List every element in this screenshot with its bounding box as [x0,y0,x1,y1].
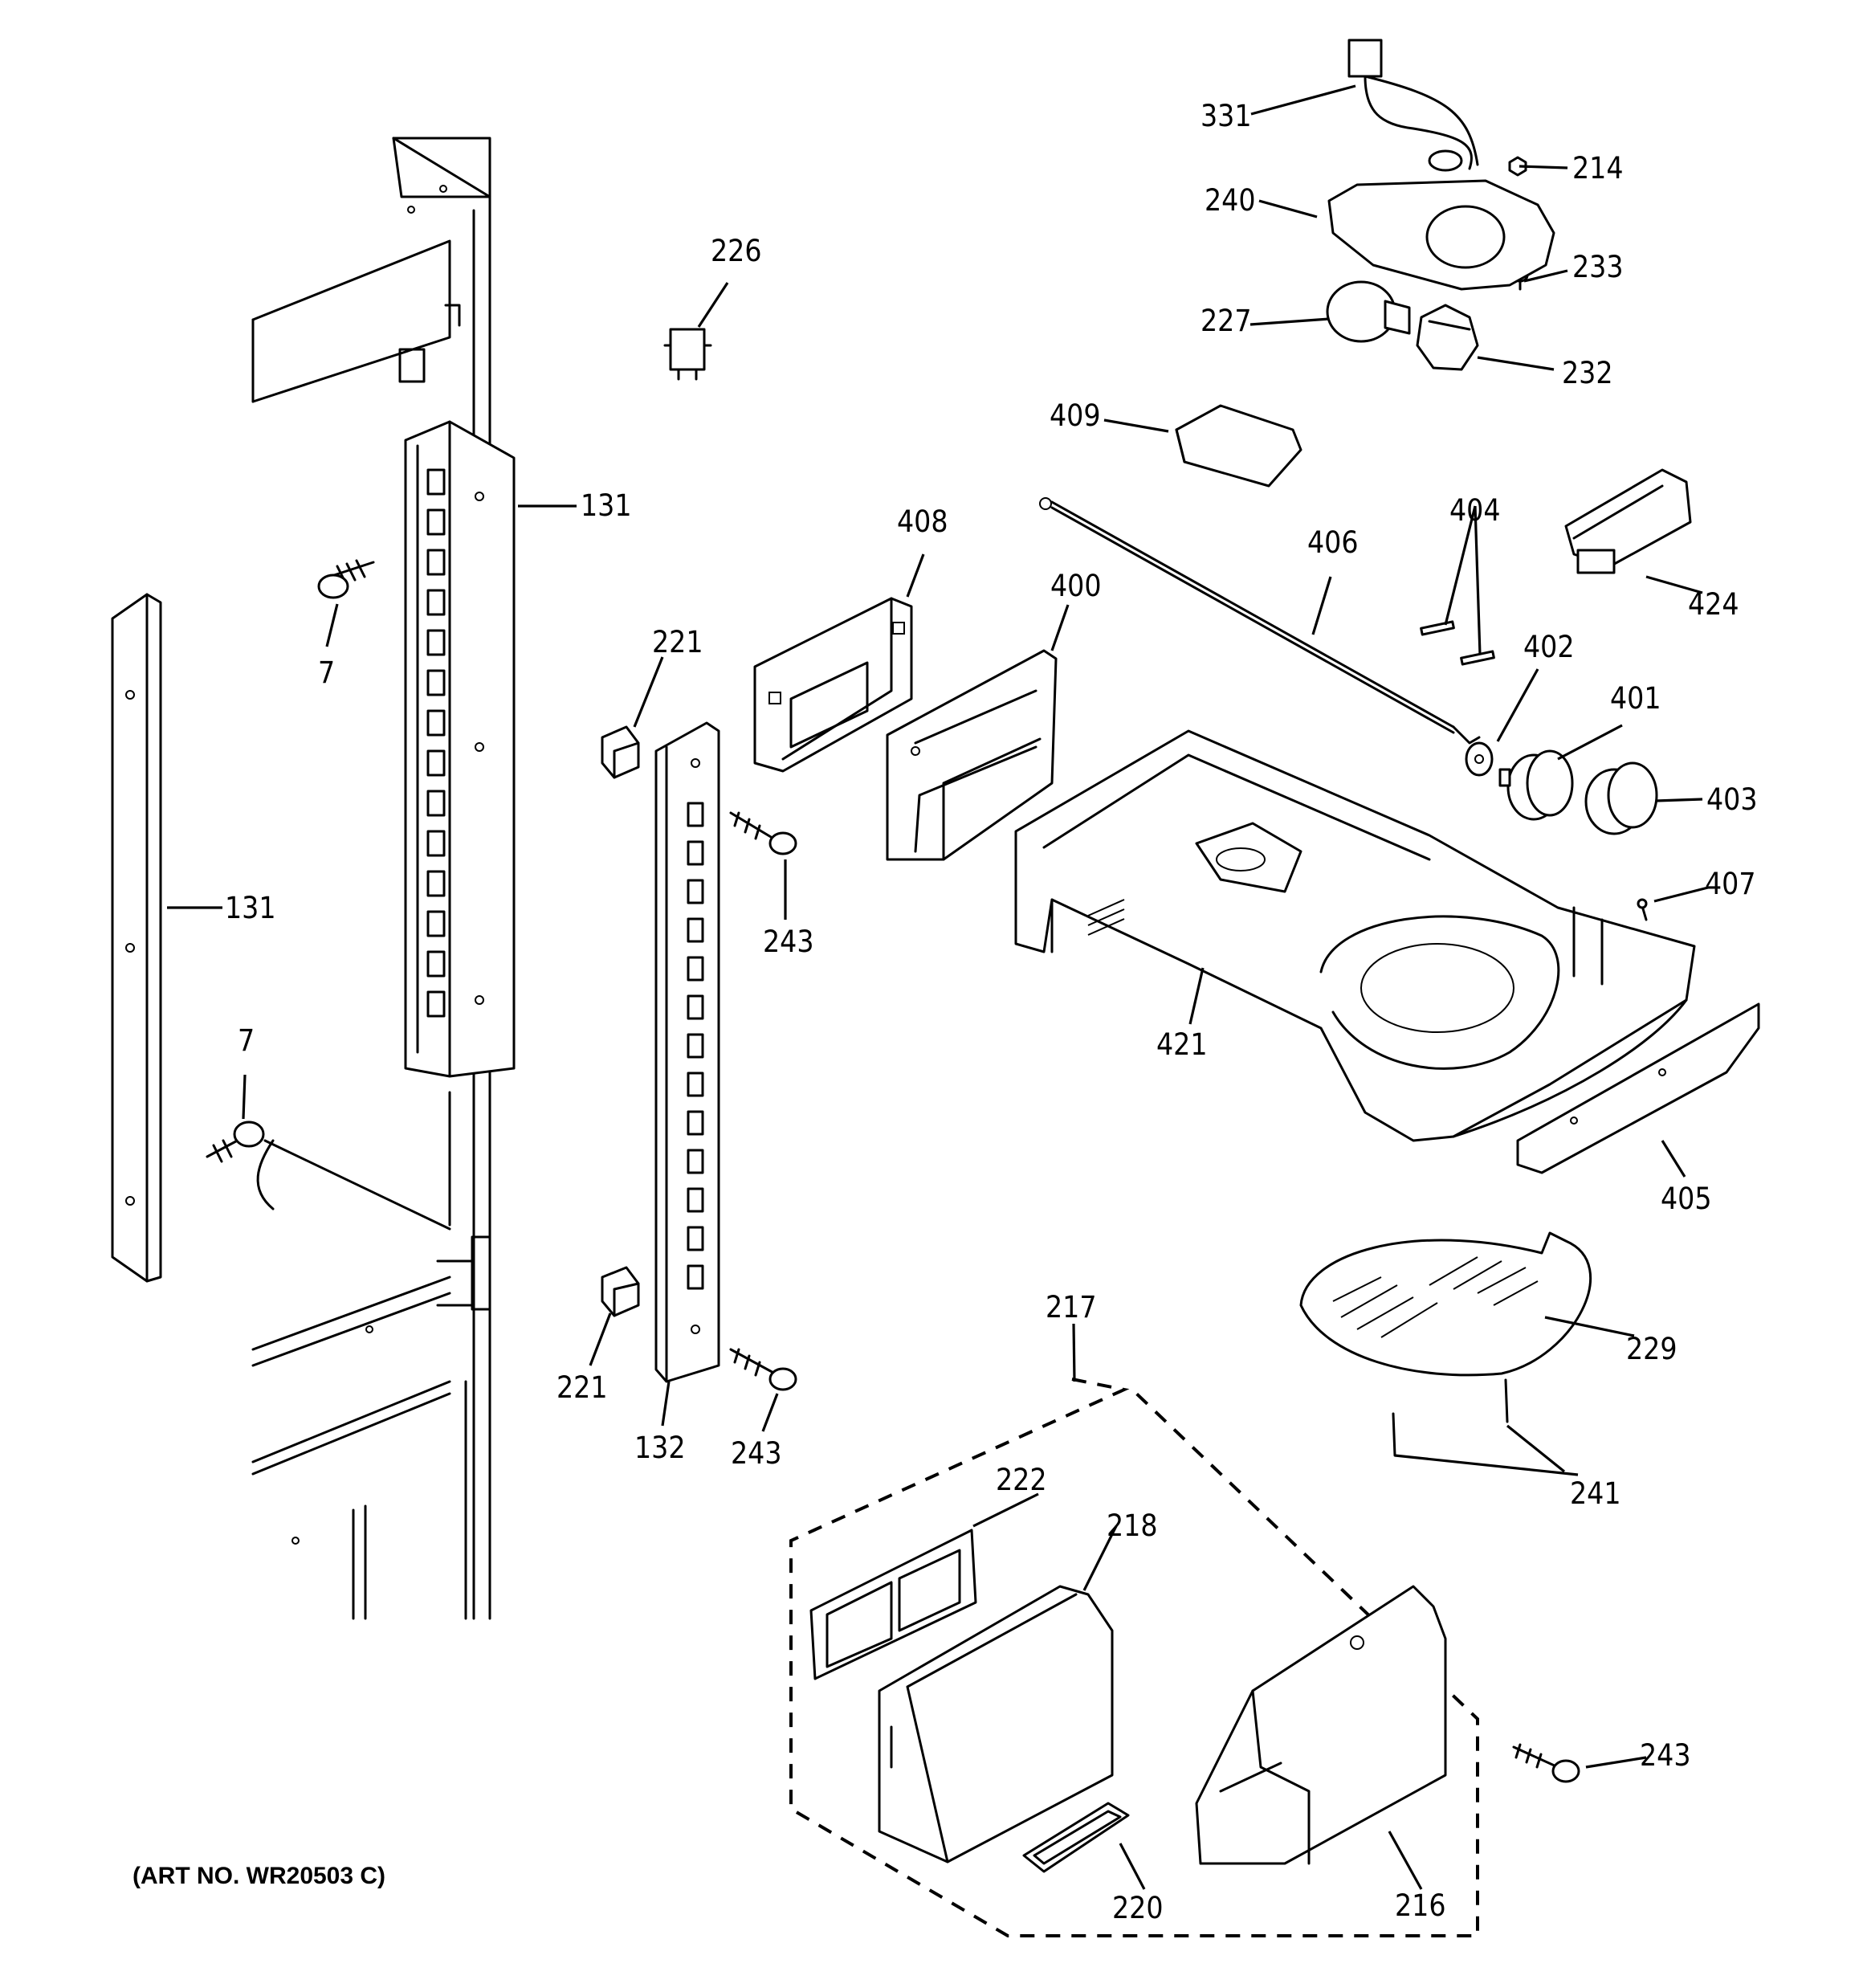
label-402: 402 [1523,630,1575,664]
label-232: 232 [1562,356,1613,390]
label-218: 218 [1107,1508,1158,1543]
part-243-screw-upper [729,811,797,855]
label-131-side: 131 [225,891,276,925]
part-400-panel [886,649,1058,861]
part-226-switch [663,328,712,381]
label-217: 217 [1046,1290,1097,1325]
part-406-rod [1039,497,1481,745]
part-240-lamp-housing [1327,179,1555,291]
label-7-upper: 7 [318,655,335,690]
label-241: 241 [1570,1476,1621,1511]
part-407-screw [1637,898,1648,921]
label-407: 407 [1705,867,1756,901]
part-222-gasket [809,1529,977,1680]
part-218-cover [878,1585,1114,1863]
part-241-screws [1392,1378,1509,1457]
label-226: 226 [711,234,762,268]
part-7-screw-upper [317,559,375,599]
part-408-cover [753,597,913,773]
part-labels: 331 214 240 233 227 232 226 409 131 7 40… [132,99,1758,1925]
part-331-wire-harness [1347,39,1479,172]
part-401-knob [1498,749,1574,821]
label-403: 403 [1706,782,1758,817]
label-405: 405 [1661,1182,1712,1216]
part-229-grille [1299,1231,1592,1377]
part-216-cover [1195,1585,1447,1865]
part-217-kit-outline [789,1378,1479,1937]
label-243-lower: 243 [731,1436,782,1471]
label-7-lower: 7 [238,1023,255,1058]
label-221-lower: 221 [556,1370,608,1405]
label-424: 424 [1688,587,1739,622]
part-409-cap [1175,404,1302,488]
part-7-screw-lower [206,1121,265,1163]
label-132: 132 [634,1431,686,1465]
label-229: 229 [1626,1332,1678,1366]
part-221-clip-upper [601,725,640,779]
label-406: 406 [1307,525,1359,560]
label-243-right: 243 [1640,1738,1691,1773]
label-408: 408 [897,504,948,539]
label-421: 421 [1156,1027,1208,1062]
part-220-seal [1022,1802,1130,1873]
label-409: 409 [1050,398,1101,433]
part-402-washer [1465,741,1494,777]
label-404: 404 [1449,493,1501,528]
part-405-trim [1516,1002,1760,1174]
part-403-knob [1584,761,1658,835]
label-222: 222 [996,1463,1047,1497]
part-421-housing [1014,729,1696,1142]
label-331: 331 [1201,99,1252,133]
label-220: 220 [1112,1891,1164,1925]
label-131-upper: 131 [581,488,632,523]
label-214: 214 [1572,151,1624,186]
leader-lines [167,84,1709,1890]
part-243-screw-right [1512,1743,1580,1783]
art-number: (ART NO. WR20503 C) [132,1863,385,1889]
part-227-bulb [1326,280,1411,343]
label-243-upper: 243 [763,925,814,959]
label-400: 400 [1050,569,1102,603]
part-131-upper-rail [404,420,516,1078]
cabinet-shell [251,137,491,1620]
part-131-side-rail [111,593,162,1283]
label-221-upper: 221 [652,625,703,659]
label-227: 227 [1201,304,1252,338]
label-401: 401 [1610,681,1661,716]
label-233: 233 [1572,250,1624,284]
label-240: 240 [1205,183,1256,218]
part-243-screw-lower [729,1348,797,1391]
part-132-rail [654,721,720,1383]
part-404-pins [1420,620,1495,666]
part-221-clip-lower [601,1266,640,1317]
label-216: 216 [1395,1888,1446,1923]
part-214-nut [1508,156,1527,177]
part-424-control-board [1564,468,1692,574]
part-232-socket [1416,304,1479,371]
